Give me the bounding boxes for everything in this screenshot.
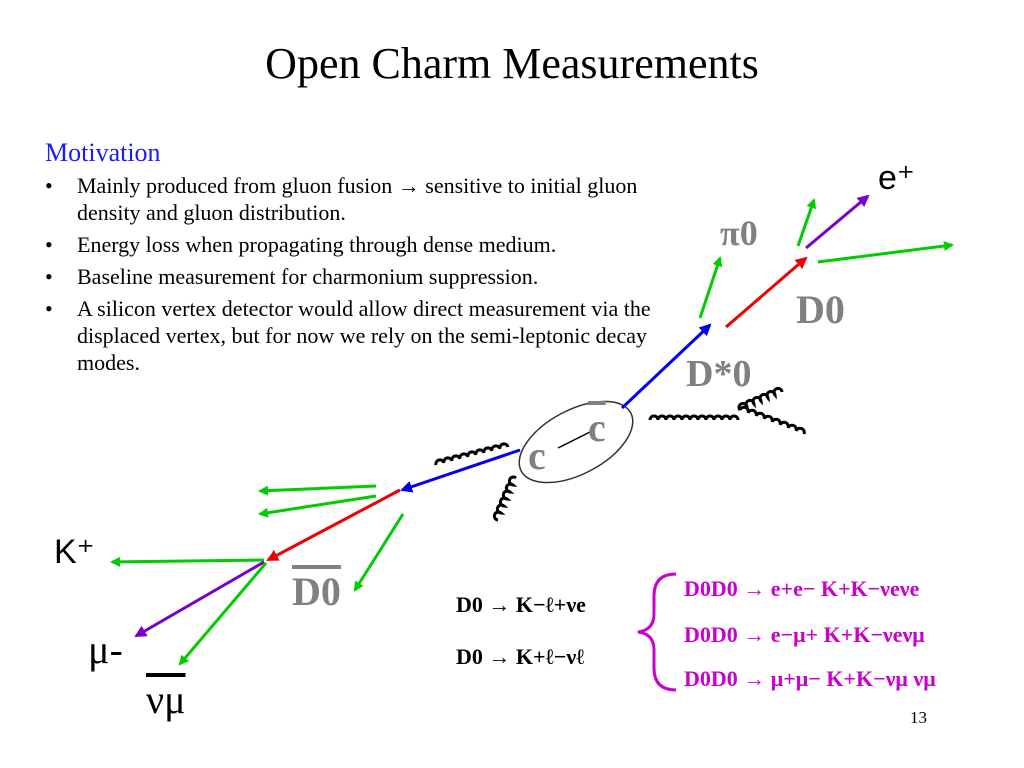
bullet-list: •Mainly produced from gluon fusion → sen… <box>45 172 705 381</box>
bullet-item: •Baseline measurement for charmonium sup… <box>45 264 539 289</box>
lower-pion-track-1 <box>258 484 377 496</box>
d0bar-label: D0 <box>292 569 341 614</box>
gluon-coil <box>648 414 740 421</box>
pair-brace <box>637 572 677 692</box>
pi0-track <box>698 256 723 319</box>
decay-equation-d0: D0 → K−ℓ+νe <box>456 592 586 617</box>
neutrino-track <box>178 562 268 666</box>
lower-gamma-track <box>353 513 405 592</box>
muon-track <box>134 560 265 638</box>
slide-title: Open Charm Measurements <box>265 39 759 88</box>
decay-equation-d0bar: D0 → K+ℓ−νℓ <box>456 644 585 669</box>
ccbar-ellipse <box>518 400 634 484</box>
positron-label: e⁺ <box>878 159 915 197</box>
bullet-text: Baseline measurement for charmonium supp… <box>77 264 539 289</box>
neutrino-label: νμ <box>146 677 186 722</box>
bullet-text: Mainly produced from gluon fusion → sens… <box>77 173 638 225</box>
bullet-item: •Mainly produced from gluon fusion → sen… <box>45 173 638 225</box>
dstar0-label: D*0 <box>686 353 752 395</box>
pi0-label-text: π0 <box>720 213 758 253</box>
d0bar-track <box>266 488 401 562</box>
anticharm-quark-label: c <box>588 405 606 450</box>
pair-decay-emu: D0D0 → e−μ+ K+K−νeνμ <box>684 622 925 647</box>
slide-number: 13 <box>910 708 927 727</box>
bullet-item: •A silicon vertex detector would allow d… <box>45 296 651 375</box>
d0-track <box>725 256 808 329</box>
bullet-item: •Energy loss when propagating through de… <box>45 232 557 257</box>
kaon-label: K⁺ <box>54 533 95 571</box>
d0-label: D0 <box>796 287 845 332</box>
upper-neutrino-track <box>817 241 954 264</box>
bullet-text: Energy loss when propagating through den… <box>77 232 557 257</box>
upper-kaon-track <box>796 198 817 247</box>
charm-quark-label: c <box>528 433 546 478</box>
pair-decay-mumu: D0D0 → μ+μ− K+K−νμ νμ <box>684 666 936 691</box>
muon-label: μ- <box>88 627 123 672</box>
pi0-label: π0 <box>720 212 758 254</box>
positron-track <box>805 194 870 250</box>
ccbar-link <box>557 431 591 449</box>
gluon-coil <box>738 405 806 435</box>
motivation-heading: Motivation <box>45 138 161 167</box>
kaon-track <box>110 556 265 567</box>
pair-decay-ee: D0D0 → e+e− K+K−νeνe <box>684 576 920 601</box>
lower-pion-track-2 <box>258 494 377 518</box>
bullet-text: A silicon vertex detector would allow di… <box>77 296 651 375</box>
lower-dstar-track <box>400 448 521 493</box>
gluon-coil <box>492 475 518 522</box>
gluon-coil <box>434 442 510 466</box>
dstar-track <box>620 323 712 410</box>
